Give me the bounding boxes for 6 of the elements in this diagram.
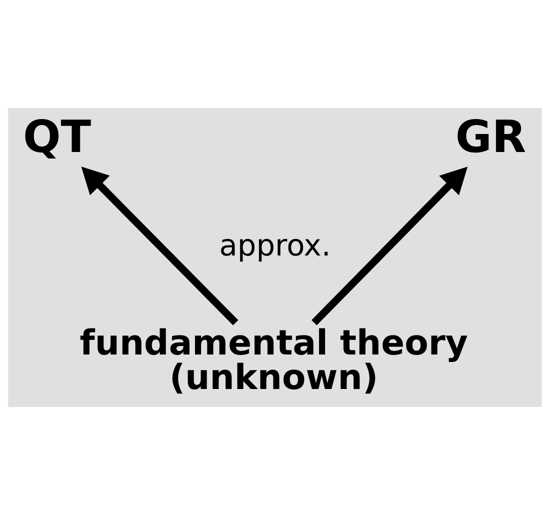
arrow <box>81 166 238 326</box>
label: approx. <box>219 227 331 262</box>
node-text: QT <box>22 112 92 164</box>
node-text: GR <box>455 112 526 164</box>
node-text: fundamental theory (unknown) <box>80 323 468 398</box>
arrow <box>312 166 468 326</box>
